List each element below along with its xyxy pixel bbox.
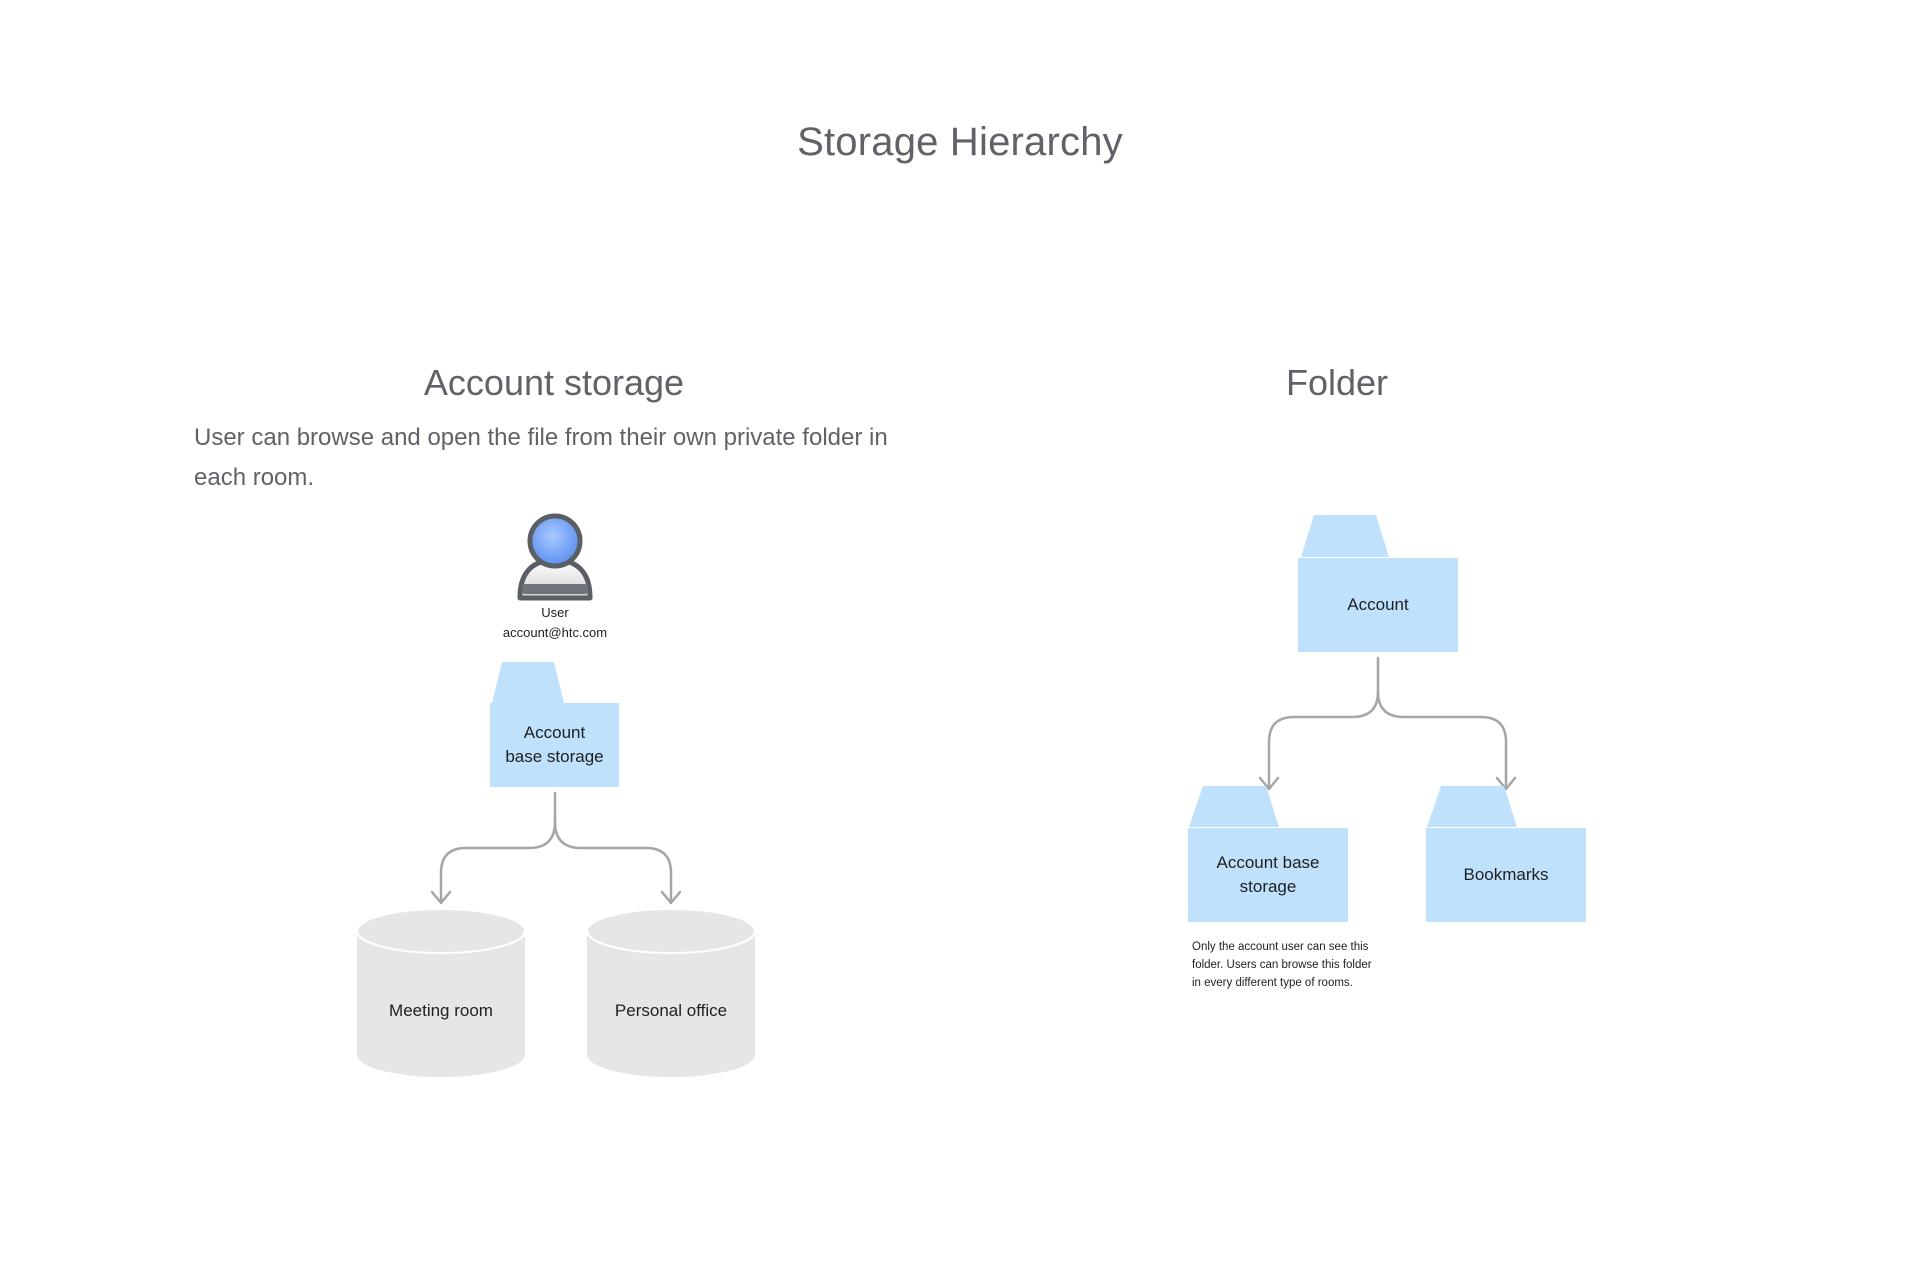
account-base-storage-note: Only the account user can see this folde…: [1192, 941, 1372, 989]
bookmarks-folder-icon: [1426, 786, 1586, 922]
account-base-storage-child-folder-icon: [1188, 786, 1348, 922]
folder-section-title: Folder: [1285, 362, 1389, 403]
meeting-room-label: Meeting room: [389, 1001, 493, 1020]
account-folder-label: Account: [1347, 595, 1409, 614]
personal-office-label: Personal office: [614, 1001, 728, 1020]
account-base-storage-folder-icon: [490, 662, 619, 787]
account-folder-icon: [1298, 515, 1458, 652]
user-label: User account@htc.com: [455, 603, 655, 643]
base-storage-label-line1: Account: [523, 723, 586, 742]
user-name: User: [541, 605, 569, 620]
account-base-storage-label: Account base storage: [490, 715, 619, 775]
page-title: Storage Hierarchy: [797, 120, 1123, 164]
personal-office-cylinder-icon: [586, 908, 756, 1077]
meeting-room-cylinder-icon: [356, 908, 526, 1077]
folder-connectors: [1258, 656, 1517, 791]
account-storage-connectors: [430, 791, 682, 905]
user-icon: [517, 513, 593, 601]
child-label-line2: storage: [1239, 877, 1297, 896]
account-storage-description: User can browse and open the file from t…: [194, 424, 888, 491]
account-base-storage-child-label: Account base storage: [1188, 828, 1348, 922]
bookmarks-label: Bookmarks: [1463, 865, 1549, 884]
child-label-line1: Account base: [1216, 853, 1320, 872]
user-email: account@htc.com: [502, 625, 608, 640]
account-storage-title: Account storage: [423, 362, 685, 403]
base-storage-label-line2: base storage: [505, 747, 604, 766]
